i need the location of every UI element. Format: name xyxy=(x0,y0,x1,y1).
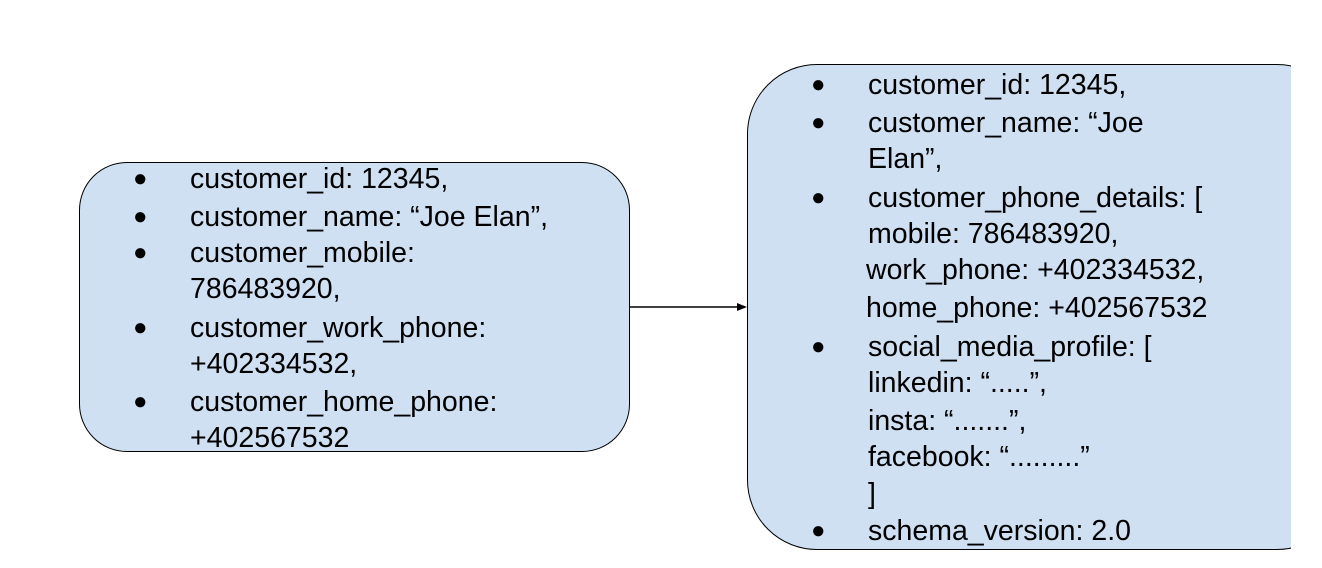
field-customer-id: customer_id: 12345, xyxy=(190,163,449,195)
field-customer-mobile-value: 786483920, xyxy=(190,273,341,305)
bullet-icon: ● xyxy=(133,165,148,192)
field-insta: insta: “.......”, xyxy=(868,405,1027,437)
field-customer-phone-details: customer_phone_details: [ xyxy=(868,182,1203,214)
bullet-icon: ● xyxy=(811,109,826,136)
closing-bracket: ] xyxy=(868,478,876,510)
field-customer-name: customer_name: “Joe xyxy=(868,107,1144,139)
target-schema-box xyxy=(747,64,1322,550)
field-facebook: facebook: “.........” xyxy=(868,441,1090,473)
field-schema-version: schema_version: 2.0 xyxy=(868,515,1131,547)
field-home-phone: home_phone: +402567532 xyxy=(866,292,1208,324)
field-customer-name: customer_name: “Joe Elan”, xyxy=(190,201,548,233)
bullet-icon: ● xyxy=(133,388,148,415)
field-customer-name-cont: Elan”, xyxy=(868,143,943,175)
source-schema-box xyxy=(79,162,630,452)
bullet-icon: ● xyxy=(811,71,826,98)
field-customer-home-phone: customer_home_phone: xyxy=(190,386,498,418)
bullet-icon: ● xyxy=(133,239,148,266)
field-customer-id: customer_id: 12345, xyxy=(868,69,1127,101)
canvas-right-edge xyxy=(1291,0,1322,568)
field-customer-work-phone: customer_work_phone: xyxy=(190,312,487,344)
field-customer-mobile: customer_mobile: xyxy=(190,237,415,269)
field-social-media-profile: social_media_profile: [ xyxy=(868,331,1152,363)
bullet-icon: ● xyxy=(811,517,826,544)
bullet-icon: ● xyxy=(811,184,826,211)
field-work-phone: work_phone: +402334532, xyxy=(866,254,1205,286)
bullet-icon: ● xyxy=(133,203,148,230)
field-customer-work-phone-value: +402334532, xyxy=(190,348,358,380)
bullet-icon: ● xyxy=(133,314,148,341)
field-customer-home-phone-value: +402567532 xyxy=(190,422,350,454)
field-linkedin: linkedin: “.....”, xyxy=(868,367,1047,399)
field-mobile: mobile: 786483920, xyxy=(868,218,1119,250)
arrow-head xyxy=(737,303,747,311)
bullet-icon: ● xyxy=(811,333,826,360)
